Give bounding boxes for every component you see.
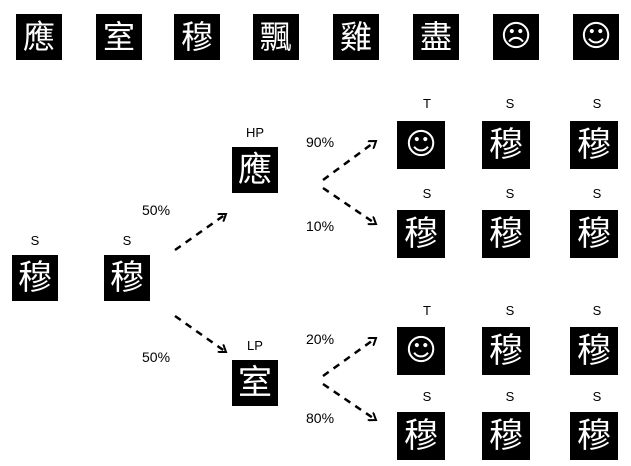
upper-branch-b-prob: 10% (306, 218, 335, 234)
outcome-tile: 穆 (397, 210, 445, 258)
outcome-label: S (422, 389, 432, 404)
start-tile: 穆 (12, 255, 58, 301)
outcome-tile: 穆 (482, 412, 530, 460)
outcome-tile: 穆 (570, 412, 618, 460)
step1-label: S (122, 233, 132, 248)
outcome-label: T (423, 303, 431, 318)
lower-branch-b-prob: 80% (306, 410, 335, 426)
outcome-label: S (592, 389, 602, 404)
smile-icon: ☺ (397, 121, 445, 169)
outcome-label: S (505, 96, 515, 111)
upper-branch-a-prob: 90% (306, 134, 335, 150)
outcome-tile: 穆 (570, 327, 618, 375)
top-tile-2: 室 (96, 14, 142, 60)
arrow-hp-b (322, 186, 376, 224)
arrow-lp-a (322, 336, 376, 378)
outcome-label: S (505, 389, 515, 404)
outcome-tile: 穆 (482, 121, 530, 169)
top-tile-frown-icon: ☹ (493, 14, 539, 60)
outcome-tile: 穆 (482, 327, 530, 375)
lower-prob-in: 50% (142, 349, 171, 365)
outcome-label: S (592, 186, 602, 201)
outcome-label: T (423, 96, 431, 111)
top-tile-4: 飄 (253, 14, 299, 60)
upper-label: HP (245, 125, 265, 140)
start-label: S (30, 233, 40, 248)
arrow-hp-a (322, 141, 376, 182)
outcome-tile: 穆 (482, 210, 530, 258)
outcome-tile: 穆 (397, 412, 445, 460)
upper-prob-in: 50% (142, 202, 171, 218)
top-tile-1: 應 (16, 14, 62, 60)
upper-tile: 應 (232, 147, 278, 193)
outcome-label: S (505, 303, 515, 318)
outcome-label: S (592, 96, 602, 111)
lower-branch-a-prob: 20% (306, 331, 335, 347)
arrow-to-lp (174, 314, 226, 352)
outcome-tile: 穆 (570, 121, 618, 169)
arrow-to-hp (174, 214, 226, 252)
top-tile-smile-icon: ☺ (573, 14, 619, 60)
top-tile-3: 穆 (174, 14, 220, 60)
smile-icon: ☺ (397, 327, 445, 375)
outcome-label: S (592, 303, 602, 318)
outcome-tile: 穆 (570, 210, 618, 258)
outcome-label: S (422, 186, 432, 201)
step1-tile: 穆 (104, 255, 150, 301)
outcome-label: S (505, 186, 515, 201)
lower-tile: 室 (232, 360, 278, 406)
arrow-lp-b (322, 382, 376, 420)
top-tile-6: 盡 (413, 14, 459, 60)
top-tile-5: 雞 (333, 14, 379, 60)
lower-label: LP (247, 338, 263, 353)
